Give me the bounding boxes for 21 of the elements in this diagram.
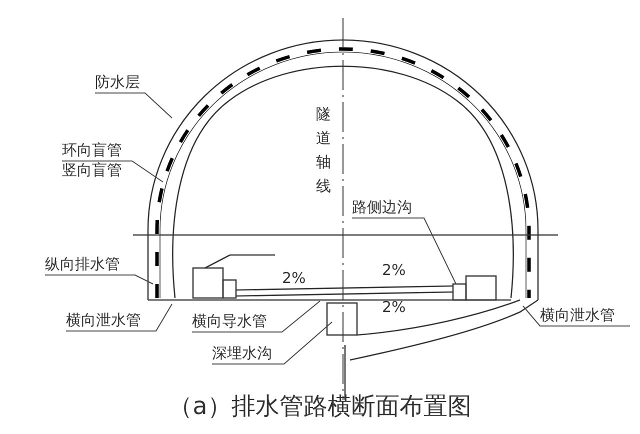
axis-label: 隧道轴线	[316, 104, 332, 197]
leader-line	[192, 300, 320, 332]
part-label: 路侧边沟	[352, 197, 412, 217]
figure-caption: （a）排水管路横断面布置图	[168, 391, 472, 422]
slope-label: 2%	[282, 268, 306, 288]
part-label: 横向导水管	[192, 311, 267, 331]
leader-line	[352, 218, 456, 284]
slope-label: 2%	[382, 297, 406, 317]
slope-label: 2%	[382, 260, 406, 280]
leader-line	[212, 322, 332, 364]
part-label: 纵向排水管	[45, 254, 120, 274]
part-label: 环向盲管 竖向盲管	[62, 140, 122, 180]
part-label: 横向泄水管	[66, 310, 141, 330]
leader-line	[94, 92, 172, 118]
part-label: 防水层	[95, 72, 140, 92]
part-label: 横向泄水管	[540, 305, 615, 325]
leader-line	[44, 274, 154, 284]
leader-line	[522, 306, 630, 326]
leader-line	[62, 160, 164, 182]
leader-line	[66, 304, 172, 332]
part-label: 深埋水沟	[212, 343, 272, 363]
